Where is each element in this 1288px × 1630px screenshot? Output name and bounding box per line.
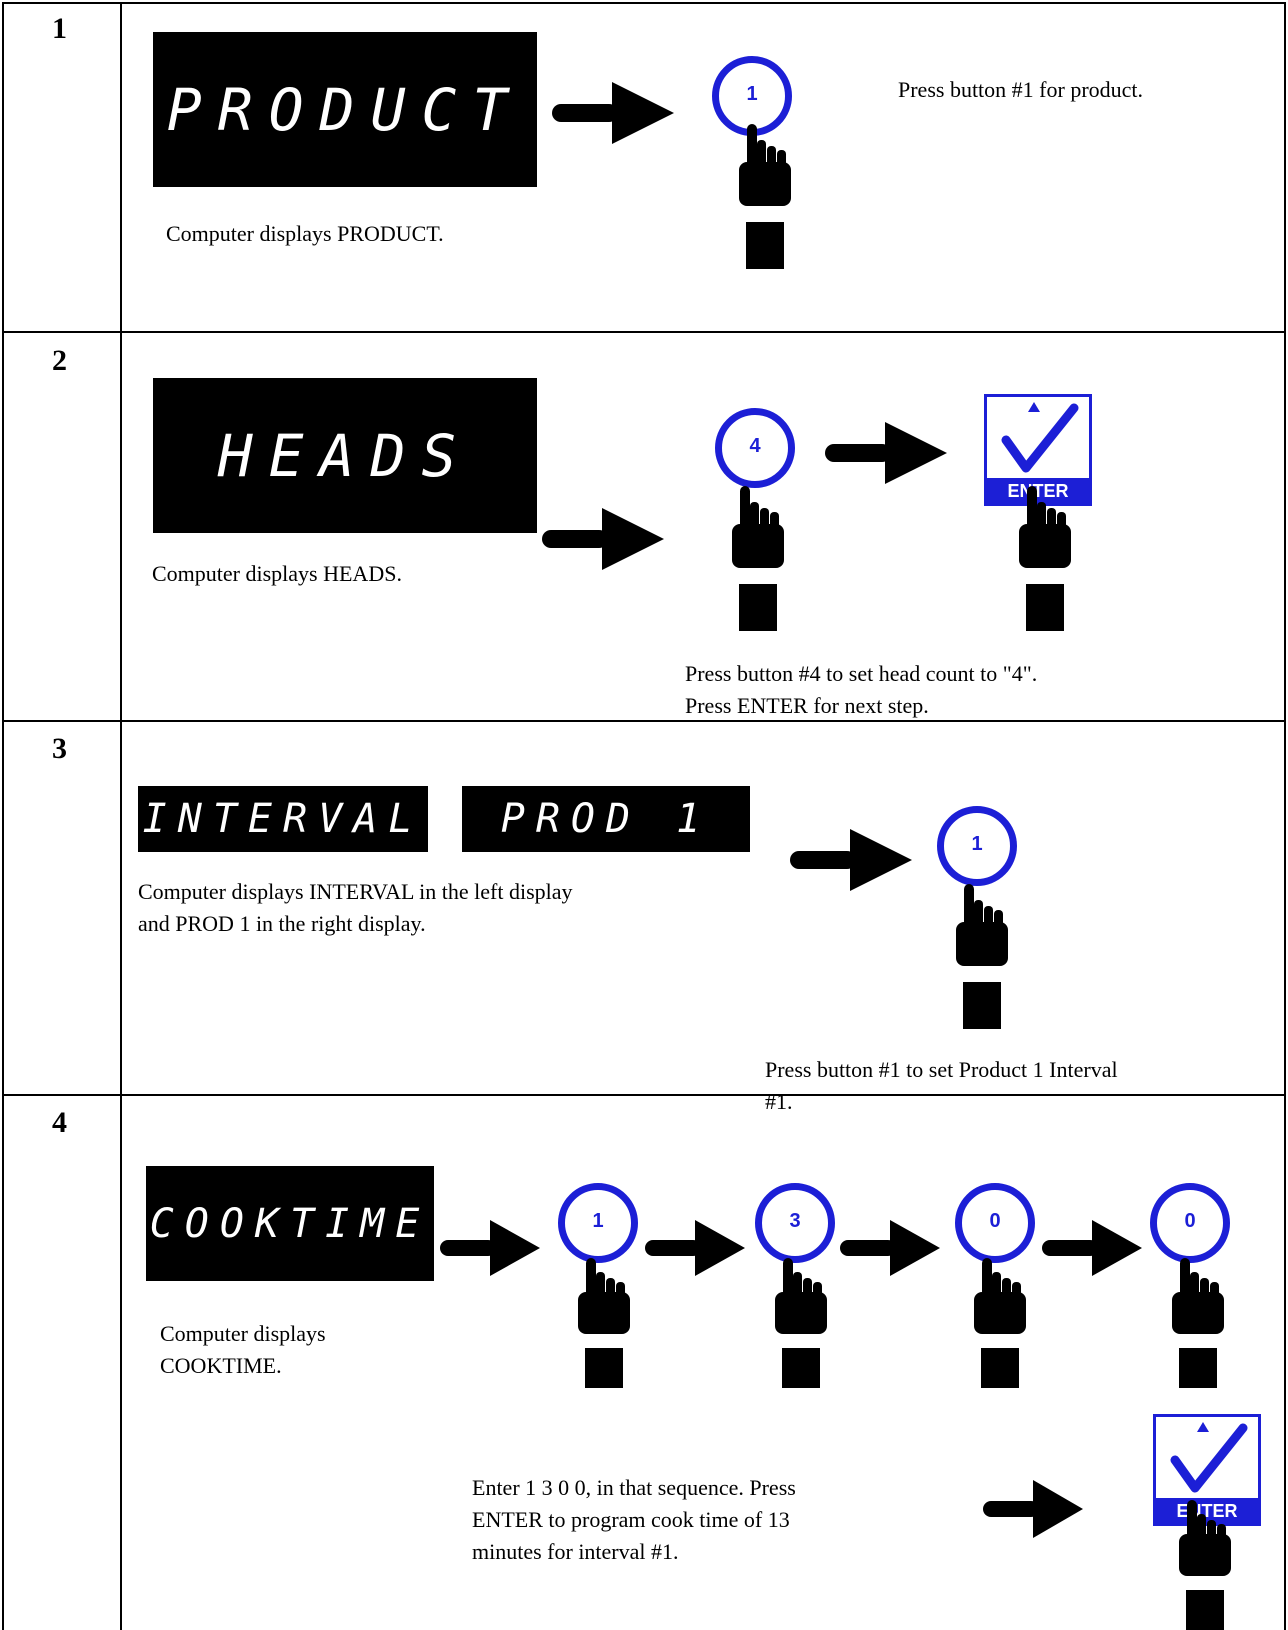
lcd-display-right: PROD 1 xyxy=(462,786,750,852)
step-instruction-line: Press button #4 to set head count to "4"… xyxy=(685,661,1038,686)
step-number: 1 xyxy=(52,12,67,45)
step-display-description-line: and PROD 1 in the right display. xyxy=(138,911,426,936)
button-digit: 4 xyxy=(749,435,761,457)
button-digit: 1 xyxy=(971,833,983,855)
step-number: 2 xyxy=(52,344,67,377)
right-arrow-icon xyxy=(840,1220,940,1276)
pointing-hand-icon xyxy=(1172,1258,1224,1388)
row-divider-2 xyxy=(2,720,1286,722)
lcd-display: PRODUCT xyxy=(153,32,537,187)
right-arrow-icon xyxy=(542,508,664,570)
button-ring xyxy=(558,1183,638,1263)
step-instruction-line: Press ENTER for next step. xyxy=(685,693,929,718)
right-arrow-icon xyxy=(825,422,947,484)
right-arrow-icon xyxy=(645,1220,745,1276)
step-instruction-line: ENTER to program cook time of 13 xyxy=(472,1507,790,1532)
enter-label: ENTER xyxy=(984,478,1092,504)
step-instruction-line: #1. xyxy=(765,1089,793,1114)
button-digit: 0 xyxy=(1184,1210,1196,1232)
row-divider-3 xyxy=(2,1094,1286,1096)
right-arrow-icon xyxy=(983,1480,1083,1538)
step-number: 4 xyxy=(52,1106,67,1139)
step-display-description: Computer displays PRODUCT. xyxy=(166,221,444,246)
right-arrow-icon xyxy=(440,1220,540,1276)
step-number: 3 xyxy=(52,732,67,765)
lcd-display-left: INTERVAL xyxy=(138,786,428,852)
button-ring xyxy=(937,806,1017,886)
step-instruction-line: minutes for interval #1. xyxy=(472,1539,679,1564)
right-arrow-icon xyxy=(1042,1220,1142,1276)
lcd-display: HEADS xyxy=(153,378,537,533)
table-border-left xyxy=(2,2,4,1630)
table-border-right xyxy=(1284,2,1286,1630)
button-ring xyxy=(715,408,795,488)
pointing-hand-icon xyxy=(974,1258,1026,1388)
pointing-hand-icon xyxy=(578,1258,630,1388)
button-ring xyxy=(955,1183,1035,1263)
button-digit: 3 xyxy=(789,1210,801,1232)
step-instruction-line: Enter 1 3 0 0, in that sequence. Press xyxy=(472,1475,796,1500)
button-digit: 1 xyxy=(746,83,758,105)
pointing-hand-icon xyxy=(775,1258,827,1388)
checkmark-enter-icon xyxy=(1001,402,1079,473)
step-display-description-line: Computer displays xyxy=(160,1321,326,1346)
pointing-hand-icon xyxy=(956,884,1008,1029)
pointing-hand-icon xyxy=(739,124,791,269)
row-divider-1 xyxy=(2,331,1286,333)
right-arrow-icon xyxy=(552,82,674,144)
pointing-hand-icon xyxy=(732,486,784,631)
step-display-description: Computer displays HEADS. xyxy=(152,561,402,586)
step-display-description-line: COOKTIME. xyxy=(160,1353,282,1378)
table-border-top xyxy=(2,2,1286,4)
right-arrow-icon xyxy=(790,829,912,891)
table-column-divider xyxy=(120,2,122,1630)
pointing-hand-icon xyxy=(1019,486,1071,631)
button-digit: 0 xyxy=(989,1210,1001,1232)
step-display-description-line: Computer displays INTERVAL in the left d… xyxy=(138,879,573,904)
step-instruction: Press button #1 for product. xyxy=(898,77,1144,102)
button-ring xyxy=(1150,1183,1230,1263)
checkmark-enter-icon xyxy=(1170,1422,1248,1493)
lcd-display: COOKTIME xyxy=(146,1166,434,1281)
button-ring xyxy=(755,1183,835,1263)
pointing-hand-icon xyxy=(1179,1500,1231,1630)
step-instruction-line: Press button #1 to set Product 1 Interva… xyxy=(765,1057,1118,1082)
button-digit: 1 xyxy=(592,1210,604,1232)
